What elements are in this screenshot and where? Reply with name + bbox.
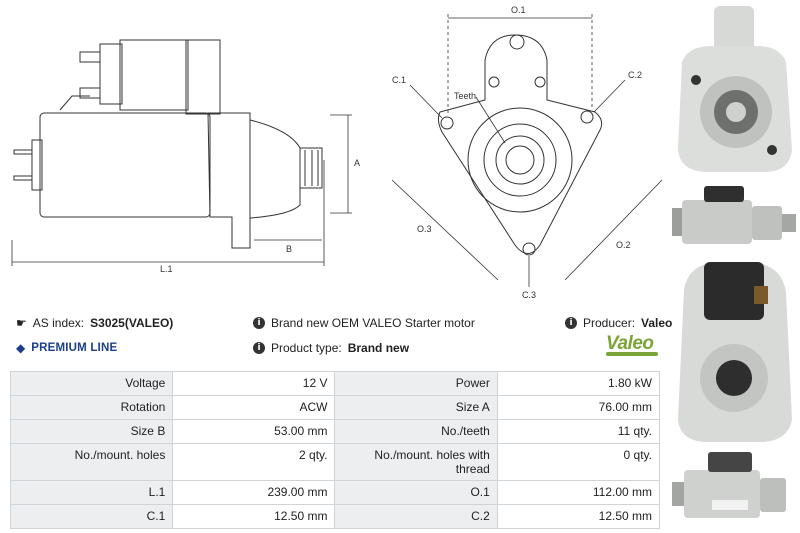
producer-label: Producer: xyxy=(583,316,636,330)
spec-label: Rotation xyxy=(9,395,174,420)
spec-value: 12.50 mm xyxy=(496,504,661,529)
spec-label: Power xyxy=(334,371,498,396)
spec-label: C.1 xyxy=(9,504,174,529)
description-text: Brand new OEM VALEO Starter motor xyxy=(271,316,475,330)
info-icon: i xyxy=(565,317,577,329)
spec-label: L.1 xyxy=(9,480,174,505)
spec-label: O.1 xyxy=(334,480,498,505)
producer-value: Valeo xyxy=(641,316,673,330)
spec-label: No./teeth xyxy=(334,419,498,444)
photo-rear xyxy=(678,262,792,442)
label-o2: O.2 xyxy=(616,240,631,250)
spec-value: 12.50 mm xyxy=(172,504,336,529)
spec-value: 12 V xyxy=(172,371,336,396)
product-type-label: Product type: xyxy=(271,341,342,355)
info-icon: i xyxy=(253,342,265,354)
spec-label: Size B xyxy=(9,419,174,444)
spec-value: 112.00 mm xyxy=(496,480,661,505)
tags-icon: ☛ xyxy=(16,316,27,330)
spec-label: No./mount. holes with thread xyxy=(334,443,498,481)
description-row: i Brand new OEM VALEO Starter motor xyxy=(253,316,475,330)
spec-value: 239.00 mm xyxy=(172,480,336,505)
valeo-logo: Valeo xyxy=(606,333,654,354)
label-teeth: Teeth xyxy=(454,91,476,101)
spec-value: ACW xyxy=(172,395,336,420)
label-o1: O.1 xyxy=(511,5,526,15)
label-o3: O.3 xyxy=(417,224,432,234)
diamond-icon: ◆ xyxy=(16,341,26,355)
spec-value: 11 qty. xyxy=(496,419,661,444)
label-a: A xyxy=(354,158,360,168)
spec-value: 53.00 mm xyxy=(172,419,336,444)
front-view xyxy=(391,14,663,287)
premium-line-row: ◆ PREMIUM LINE xyxy=(16,341,117,355)
as-index-row: ☛ AS index: S3025(VALEO) xyxy=(16,316,173,330)
spec-label: Voltage xyxy=(9,371,174,396)
spec-label: Size A xyxy=(334,395,498,420)
product-type-value: Brand new xyxy=(347,341,410,355)
label-c3: C.3 xyxy=(522,290,536,300)
product-type-row: i Product type: Brand new xyxy=(253,341,409,355)
photo-front xyxy=(678,6,792,172)
premium-line-label: PREMIUM LINE xyxy=(31,342,118,354)
label-c1: C.1 xyxy=(392,75,406,85)
photo-side-1 xyxy=(672,186,796,244)
spec-value: 0 qty. xyxy=(496,443,661,481)
product-photos xyxy=(672,6,796,518)
producer-row: i Producer: Valeo xyxy=(565,316,672,330)
spec-value: 1.80 kW xyxy=(496,371,661,396)
as-index-label: AS index: xyxy=(32,316,85,330)
spec-label: C.2 xyxy=(334,504,498,529)
label-c2: C.2 xyxy=(628,70,642,80)
spec-value: 76.00 mm xyxy=(496,395,661,420)
spec-value: 2 qty. xyxy=(172,443,336,481)
side-view xyxy=(13,39,323,249)
valeo-logo-bar xyxy=(606,352,658,356)
spec-label: No./mount. holes xyxy=(9,443,174,481)
as-index-value: S3025(VALEO) xyxy=(90,316,174,330)
info-icon: i xyxy=(253,317,265,329)
label-l1: L.1 xyxy=(160,264,173,274)
label-b: B xyxy=(286,244,292,254)
technical-drawing: A B L.1 O.1 C.1 C.2 Teeth O.3 O.2 C.3 xyxy=(11,5,663,300)
photo-side-2 xyxy=(672,452,786,518)
